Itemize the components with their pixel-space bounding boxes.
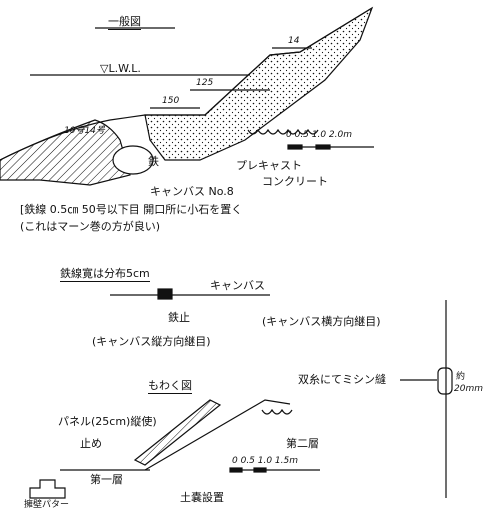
bottom-title: もわく図 [148, 379, 192, 394]
middle-caption-left: (キャンバス縦方向継目) [92, 335, 211, 348]
dim-150-label: 150 [162, 96, 180, 106]
canvas-label: キャンバス [210, 279, 265, 292]
hem-detail [437, 367, 453, 395]
small-profile-icon [29, 479, 66, 499]
top-scale-label: 0 0.5 1.0 2.0m [286, 130, 353, 140]
concrete-label: コンクリート [262, 175, 328, 188]
small-profile-label: 擁壁パター [24, 500, 70, 510]
canvas-bag-label: キャンバス No.8 [150, 185, 234, 198]
precast-label: プレキャスト [236, 159, 302, 172]
lwl-label: ▽L.W.L. [100, 62, 141, 75]
panel-slope [133, 399, 222, 466]
concrete-layer [144, 6, 374, 161]
dim-left-label: 10号14号 [64, 126, 105, 136]
top-note-line1: [鉄線 0.5㎝ 50号以下目 開口所に小石を置く [20, 203, 243, 216]
top-scale-bar [287, 144, 374, 150]
bottom-caption: 土嚢設置 [180, 491, 224, 504]
bottom-scallops [261, 408, 293, 415]
top-note-line2: (これはマーン巻の方が良い) [20, 220, 161, 233]
size-label-2: 20mm [454, 384, 483, 394]
size-label-1: 約 [456, 372, 466, 382]
top-title: 一般図 [108, 15, 141, 30]
sewing-label: 双糸にてミシン縫 [298, 373, 386, 386]
middle-caption-right: (キャンバス横方向継目) [262, 315, 381, 328]
bottom-section [29, 399, 320, 499]
joint-label: 鉄止 [168, 311, 190, 324]
panel-note: パネル(25cm)縦使) [58, 415, 157, 428]
middle-title: 鉄線寛は分布5cm [60, 267, 150, 282]
dim-14-label: 14 [288, 36, 300, 46]
scallop-edge [247, 128, 319, 135]
anchor-label: 鉄 [148, 155, 159, 168]
canvas-bag [112, 145, 154, 175]
dim-125-label: 125 [196, 78, 214, 88]
layer-1-label: 第一層 [90, 473, 123, 486]
middle-section [110, 288, 453, 498]
top-section [0, 6, 374, 186]
seam-block [157, 288, 173, 300]
stop-label: 止め [80, 437, 102, 450]
embankment-slope [144, 399, 291, 471]
bottom-scale-label: 0 0.5 1.0 1.5m [232, 456, 299, 466]
layer-2-label: 第二層 [286, 437, 319, 450]
bottom-scale-bar [229, 467, 320, 473]
